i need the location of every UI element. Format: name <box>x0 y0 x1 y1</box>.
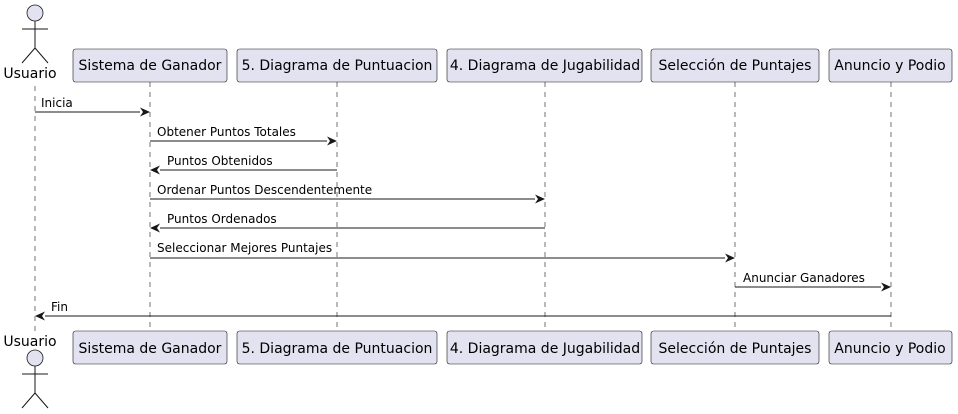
message-label: Puntos Ordenados <box>167 212 277 226</box>
participant-diagrama-de-jugabilidad-top: 4. Diagrama de Jugabilidad <box>446 48 643 83</box>
participant-label: 5. Diagrama de Puntuacion <box>242 341 433 357</box>
participant-label: Selección de Puntajes <box>659 341 812 357</box>
participant-seleccion-de-puntajes-top: Selección de Puntajes <box>650 48 820 83</box>
participant-diagrama-de-jugabilidad-bottom: 4. Diagrama de Jugabilidad <box>446 330 643 365</box>
participant-label: 4. Diagrama de Jugabilidad <box>450 58 640 74</box>
actor-figure-icon <box>21 349 49 409</box>
arrow-left-icon <box>150 165 160 175</box>
actor-usuario-bottom: Usuario <box>3 334 57 409</box>
participant-label: Anuncio y Podio <box>834 58 945 74</box>
message-puntos-ordenados: Puntos Ordenados <box>150 212 545 233</box>
participant-label: Sistema de Ganador <box>79 341 222 357</box>
arrow-right-icon <box>327 136 337 146</box>
message-label: Puntos Obtenidos <box>167 154 273 168</box>
participant-label: Sistema de Ganador <box>79 58 222 74</box>
arrow-right-icon <box>140 107 150 117</box>
message-ordenar-puntos-descendentemente: Ordenar Puntos Descendentemente <box>150 183 545 204</box>
participant-sistema-de-ganador-top: Sistema de Ganador <box>72 48 228 83</box>
participant-label: Anuncio y Podio <box>834 341 945 357</box>
arrow-right-icon <box>725 253 735 263</box>
actor-label: Usuario <box>3 66 56 82</box>
message-anunciar-ganadores: Anunciar Ganadores <box>735 271 891 292</box>
message-label: Obtener Puntos Totales <box>157 125 296 139</box>
participant-label: 4. Diagrama de Jugabilidad <box>450 341 640 357</box>
arrow-left-icon <box>150 223 160 233</box>
message-label: Ordenar Puntos Descendentemente <box>157 183 372 197</box>
message-puntos-obtenidos: Puntos Obtenidos <box>150 154 337 175</box>
arrow-left-icon <box>35 311 45 321</box>
message-label: Seleccionar Mejores Puntajes <box>157 241 332 255</box>
message-fin: Fin <box>35 300 891 321</box>
participant-sistema-de-ganador-bottom: Sistema de Ganador <box>72 330 228 365</box>
actor-usuario-top: Usuario <box>3 4 57 82</box>
participant-diagrama-de-puntuacion-bottom: 5. Diagrama de Puntuacion <box>236 330 438 365</box>
participant-label: 5. Diagrama de Puntuacion <box>242 58 433 74</box>
message-label: Anunciar Ganadores <box>743 271 865 285</box>
participant-diagrama-de-puntuacion-top: 5. Diagrama de Puntuacion <box>236 48 438 83</box>
message-label: Fin <box>51 300 68 314</box>
participant-anuncio-y-podio-top: Anuncio y Podio <box>828 48 953 83</box>
arrow-right-icon <box>881 282 891 292</box>
message-label: Inicia <box>41 96 73 110</box>
actor-figure-icon <box>21 4 49 64</box>
participant-seleccion-de-puntajes-bottom: Selección de Puntajes <box>650 330 820 365</box>
arrow-right-icon <box>535 194 545 204</box>
participant-anuncio-y-podio-bottom: Anuncio y Podio <box>828 330 953 365</box>
participant-label: Selección de Puntajes <box>659 58 812 74</box>
message-inicia: Inicia <box>35 96 150 117</box>
message-seleccionar-mejores-puntajes: Seleccionar Mejores Puntajes <box>150 241 735 263</box>
message-obtener-puntos-totales: Obtener Puntos Totales <box>150 125 337 146</box>
actor-label: Usuario <box>3 334 56 350</box>
